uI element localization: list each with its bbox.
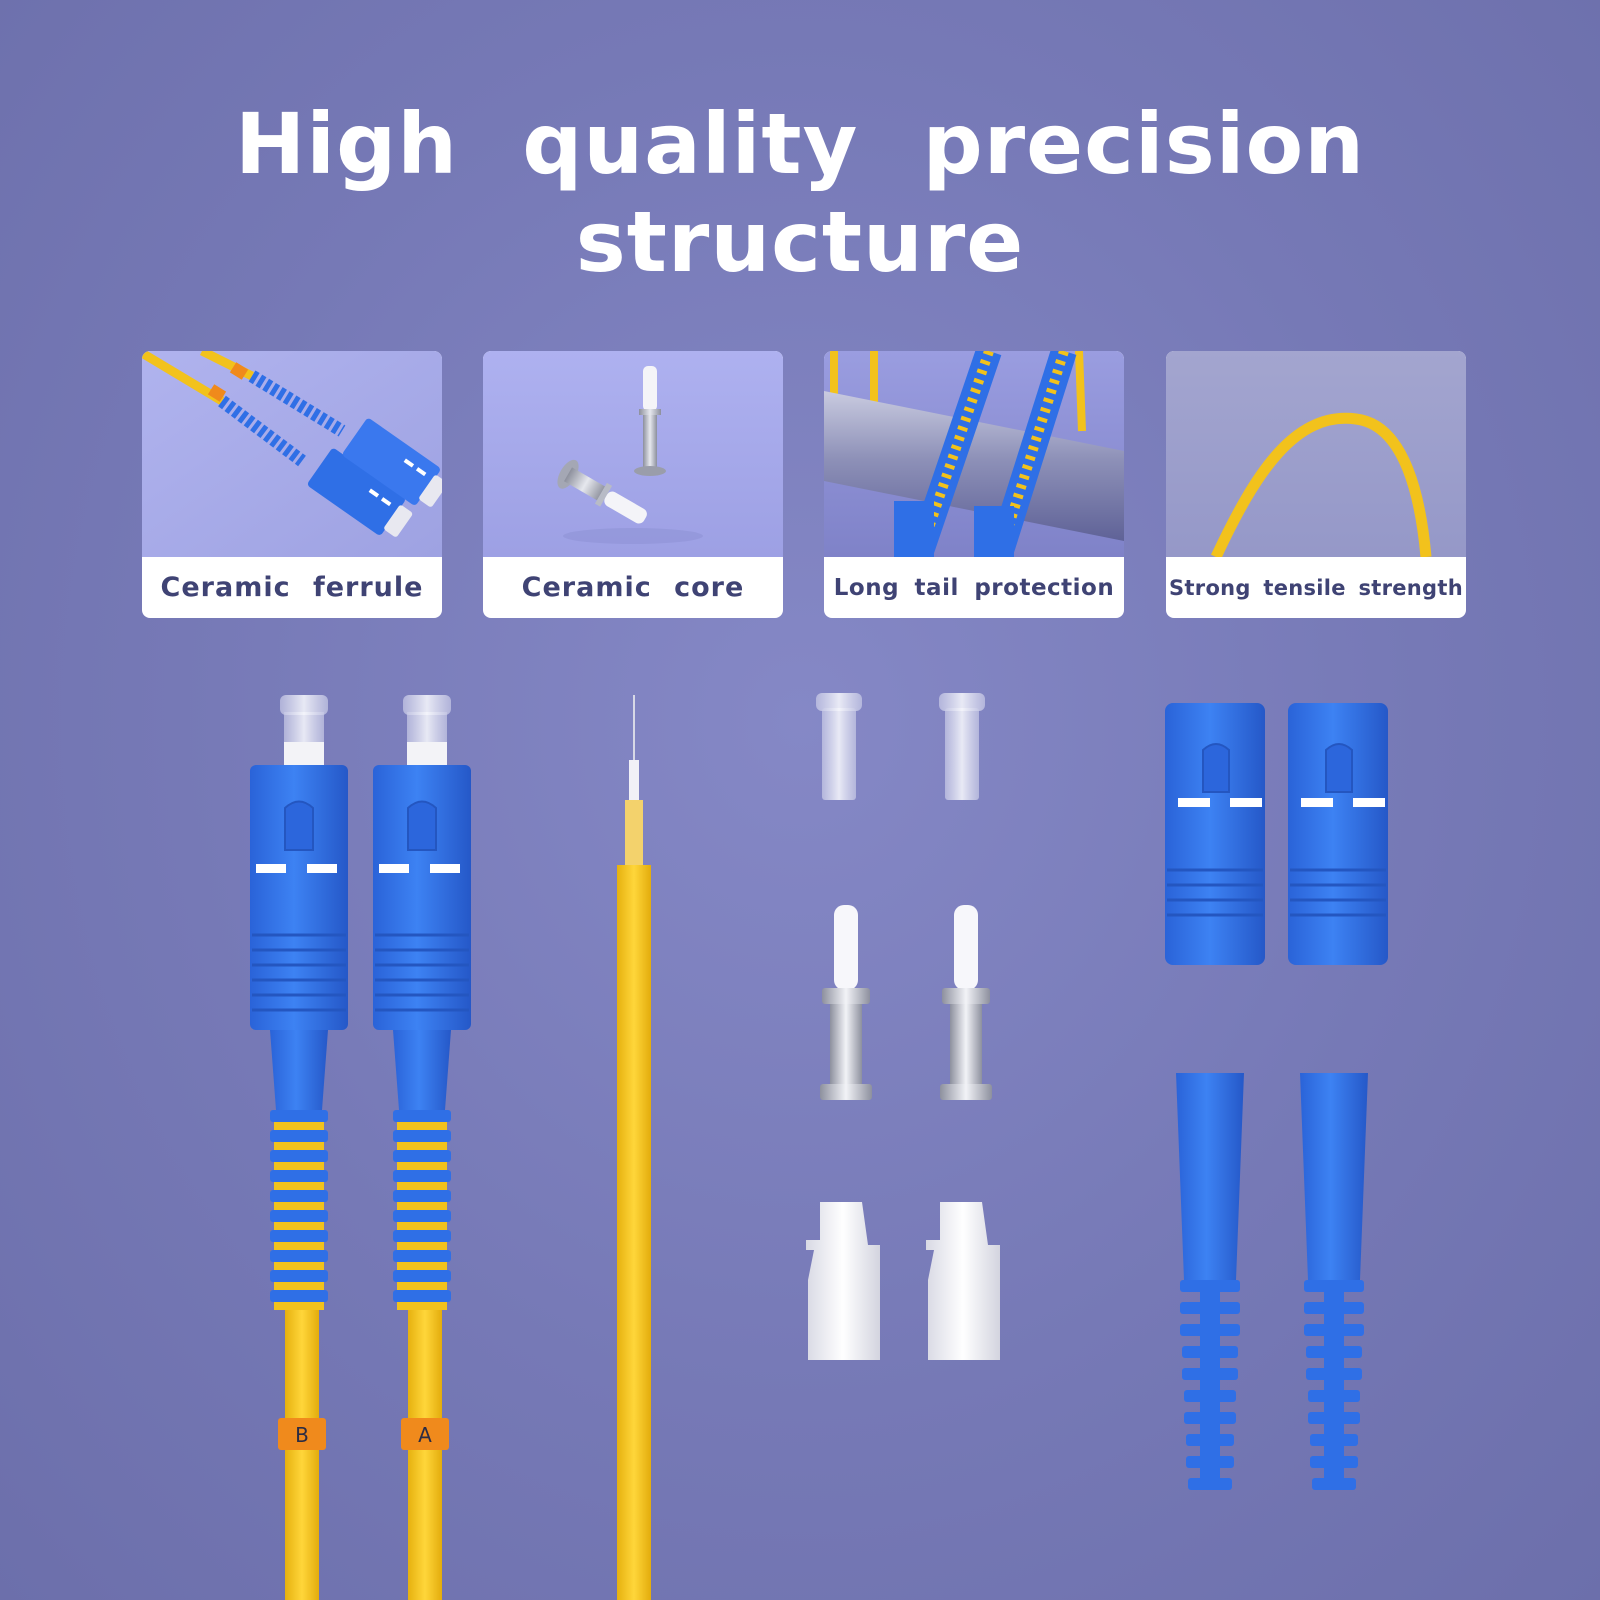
feature-card-long-tail-protection: Long tail protection xyxy=(824,351,1124,618)
ceramic-ferrule-photo xyxy=(142,351,442,557)
outer-shells xyxy=(1165,703,1388,965)
cable-label-a xyxy=(401,1418,449,1450)
feature-cards: Ceramic ferrule xyxy=(142,351,1466,618)
cable-label-b xyxy=(278,1418,326,1450)
feature-card-strong-tensile-strength: Strong tensile strength xyxy=(1166,351,1466,618)
feature-card-ceramic-ferrule: Ceramic ferrule xyxy=(142,351,442,618)
long-tail-protection-photo xyxy=(824,351,1124,557)
bare-fiber-cable xyxy=(617,695,651,1600)
dust-caps xyxy=(816,693,985,800)
cable-label-b-text: B xyxy=(295,1423,309,1447)
sc-connector-b: B xyxy=(250,695,348,1600)
ceramic-core-photo xyxy=(483,351,783,557)
cable-label-a-text: A xyxy=(418,1423,432,1447)
caption-ceramic-core: Ceramic core xyxy=(521,572,745,603)
caption-long-tail-protection: Long tail protection xyxy=(833,574,1115,601)
inner-housings xyxy=(806,1202,1000,1360)
strong-tensile-strength-photo xyxy=(1166,351,1466,557)
caption-strong-tensile-strength: Strong tensile strength xyxy=(1169,575,1463,600)
ferrule-pins xyxy=(820,905,992,1100)
feature-card-ceramic-core: Ceramic core xyxy=(483,351,783,618)
headline: High quality precision structure xyxy=(234,95,1366,291)
caption-ceramic-ferrule: Ceramic ferrule xyxy=(160,572,424,603)
strain-relief-boots xyxy=(1176,1073,1368,1490)
sc-connector-a: A xyxy=(373,695,471,1600)
